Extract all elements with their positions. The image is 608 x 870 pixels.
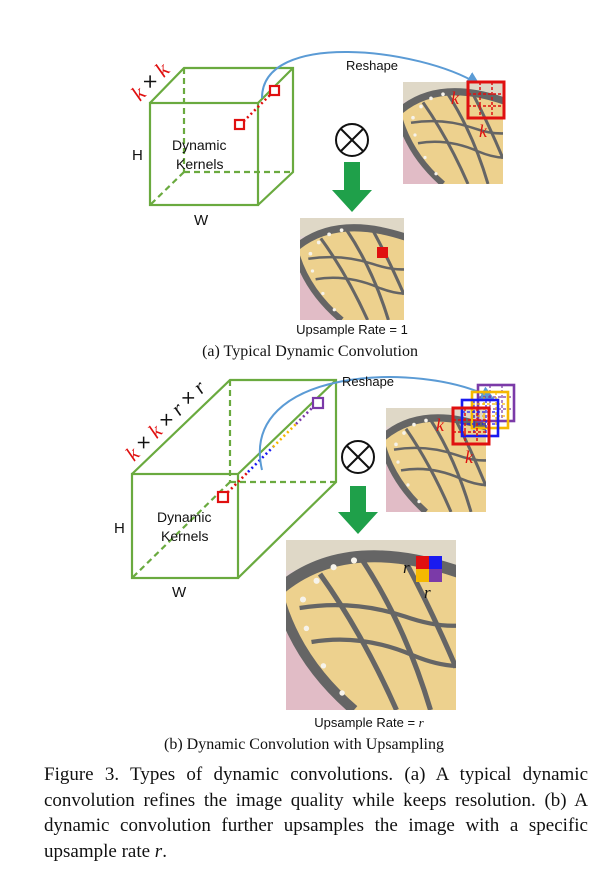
output-pixel-a bbox=[377, 247, 388, 258]
output-image-a bbox=[295, 218, 409, 320]
block-r-bottom-b: r bbox=[424, 583, 431, 602]
down-arrow-a bbox=[332, 162, 372, 212]
grid-k-bottom-a: k bbox=[479, 121, 488, 141]
grid-k-left-b: k bbox=[436, 415, 445, 435]
reshape-label-a: Reshape bbox=[346, 58, 398, 73]
subcaption-a: (a) Typical Dynamic Convolution bbox=[202, 343, 418, 360]
output-label-a: Upsample Rate = 1 bbox=[296, 322, 408, 337]
cube-label-a-line2: Kernels bbox=[176, 156, 223, 172]
grid-k-left-a: k bbox=[451, 88, 460, 108]
h-label-a: H bbox=[132, 147, 143, 164]
kernel-grid-stack-b bbox=[451, 383, 516, 446]
panel-a: k × k H W Dynamic Kernels Reshape k k bbox=[126, 51, 506, 360]
reshape-label-b: Reshape bbox=[342, 374, 394, 389]
kernel-cube-b bbox=[130, 378, 338, 580]
kernel-size-label-a: k × k bbox=[126, 56, 175, 105]
kernel-end-marker-b bbox=[311, 396, 325, 410]
cube-label-b-line1: Dynamic bbox=[157, 509, 211, 525]
output-label-b: Upsample Rate = r bbox=[314, 715, 424, 730]
convolution-operator-b bbox=[341, 440, 375, 474]
kernel-start-marker-a bbox=[233, 118, 246, 131]
upsample-block-b bbox=[416, 556, 442, 582]
kernel-cube-a bbox=[148, 66, 295, 207]
kernel-vector-a bbox=[239, 90, 275, 126]
w-label-b: W bbox=[172, 584, 187, 601]
block-r-left-b: r bbox=[403, 558, 410, 577]
figure-caption: Figure 3. Types of dynamic convolutions.… bbox=[44, 764, 588, 862]
reshape-arrow-b bbox=[258, 376, 495, 471]
reshape-arrow-a bbox=[261, 51, 481, 99]
subcaption-b: (b) Dynamic Convolution with Upsampling bbox=[164, 736, 444, 753]
cube-label-a-line1: Dynamic bbox=[172, 137, 226, 153]
kernel-start-marker-b bbox=[216, 490, 230, 504]
h-label-b: H bbox=[114, 520, 125, 537]
panel-b: k × k × r × r H W Dynamic Kernels Reshap… bbox=[114, 374, 516, 753]
down-arrow-b bbox=[338, 486, 378, 534]
kernel-grid-a bbox=[466, 80, 506, 120]
kernel-size-label-b: k × k × r × r bbox=[121, 375, 212, 466]
w-label-a: W bbox=[194, 212, 209, 229]
grid-k-bottom-b: k bbox=[465, 447, 474, 467]
convolution-operator-a bbox=[335, 123, 369, 157]
kernel-end-marker-a bbox=[268, 84, 281, 97]
cube-label-b-line2: Kernels bbox=[161, 528, 208, 544]
